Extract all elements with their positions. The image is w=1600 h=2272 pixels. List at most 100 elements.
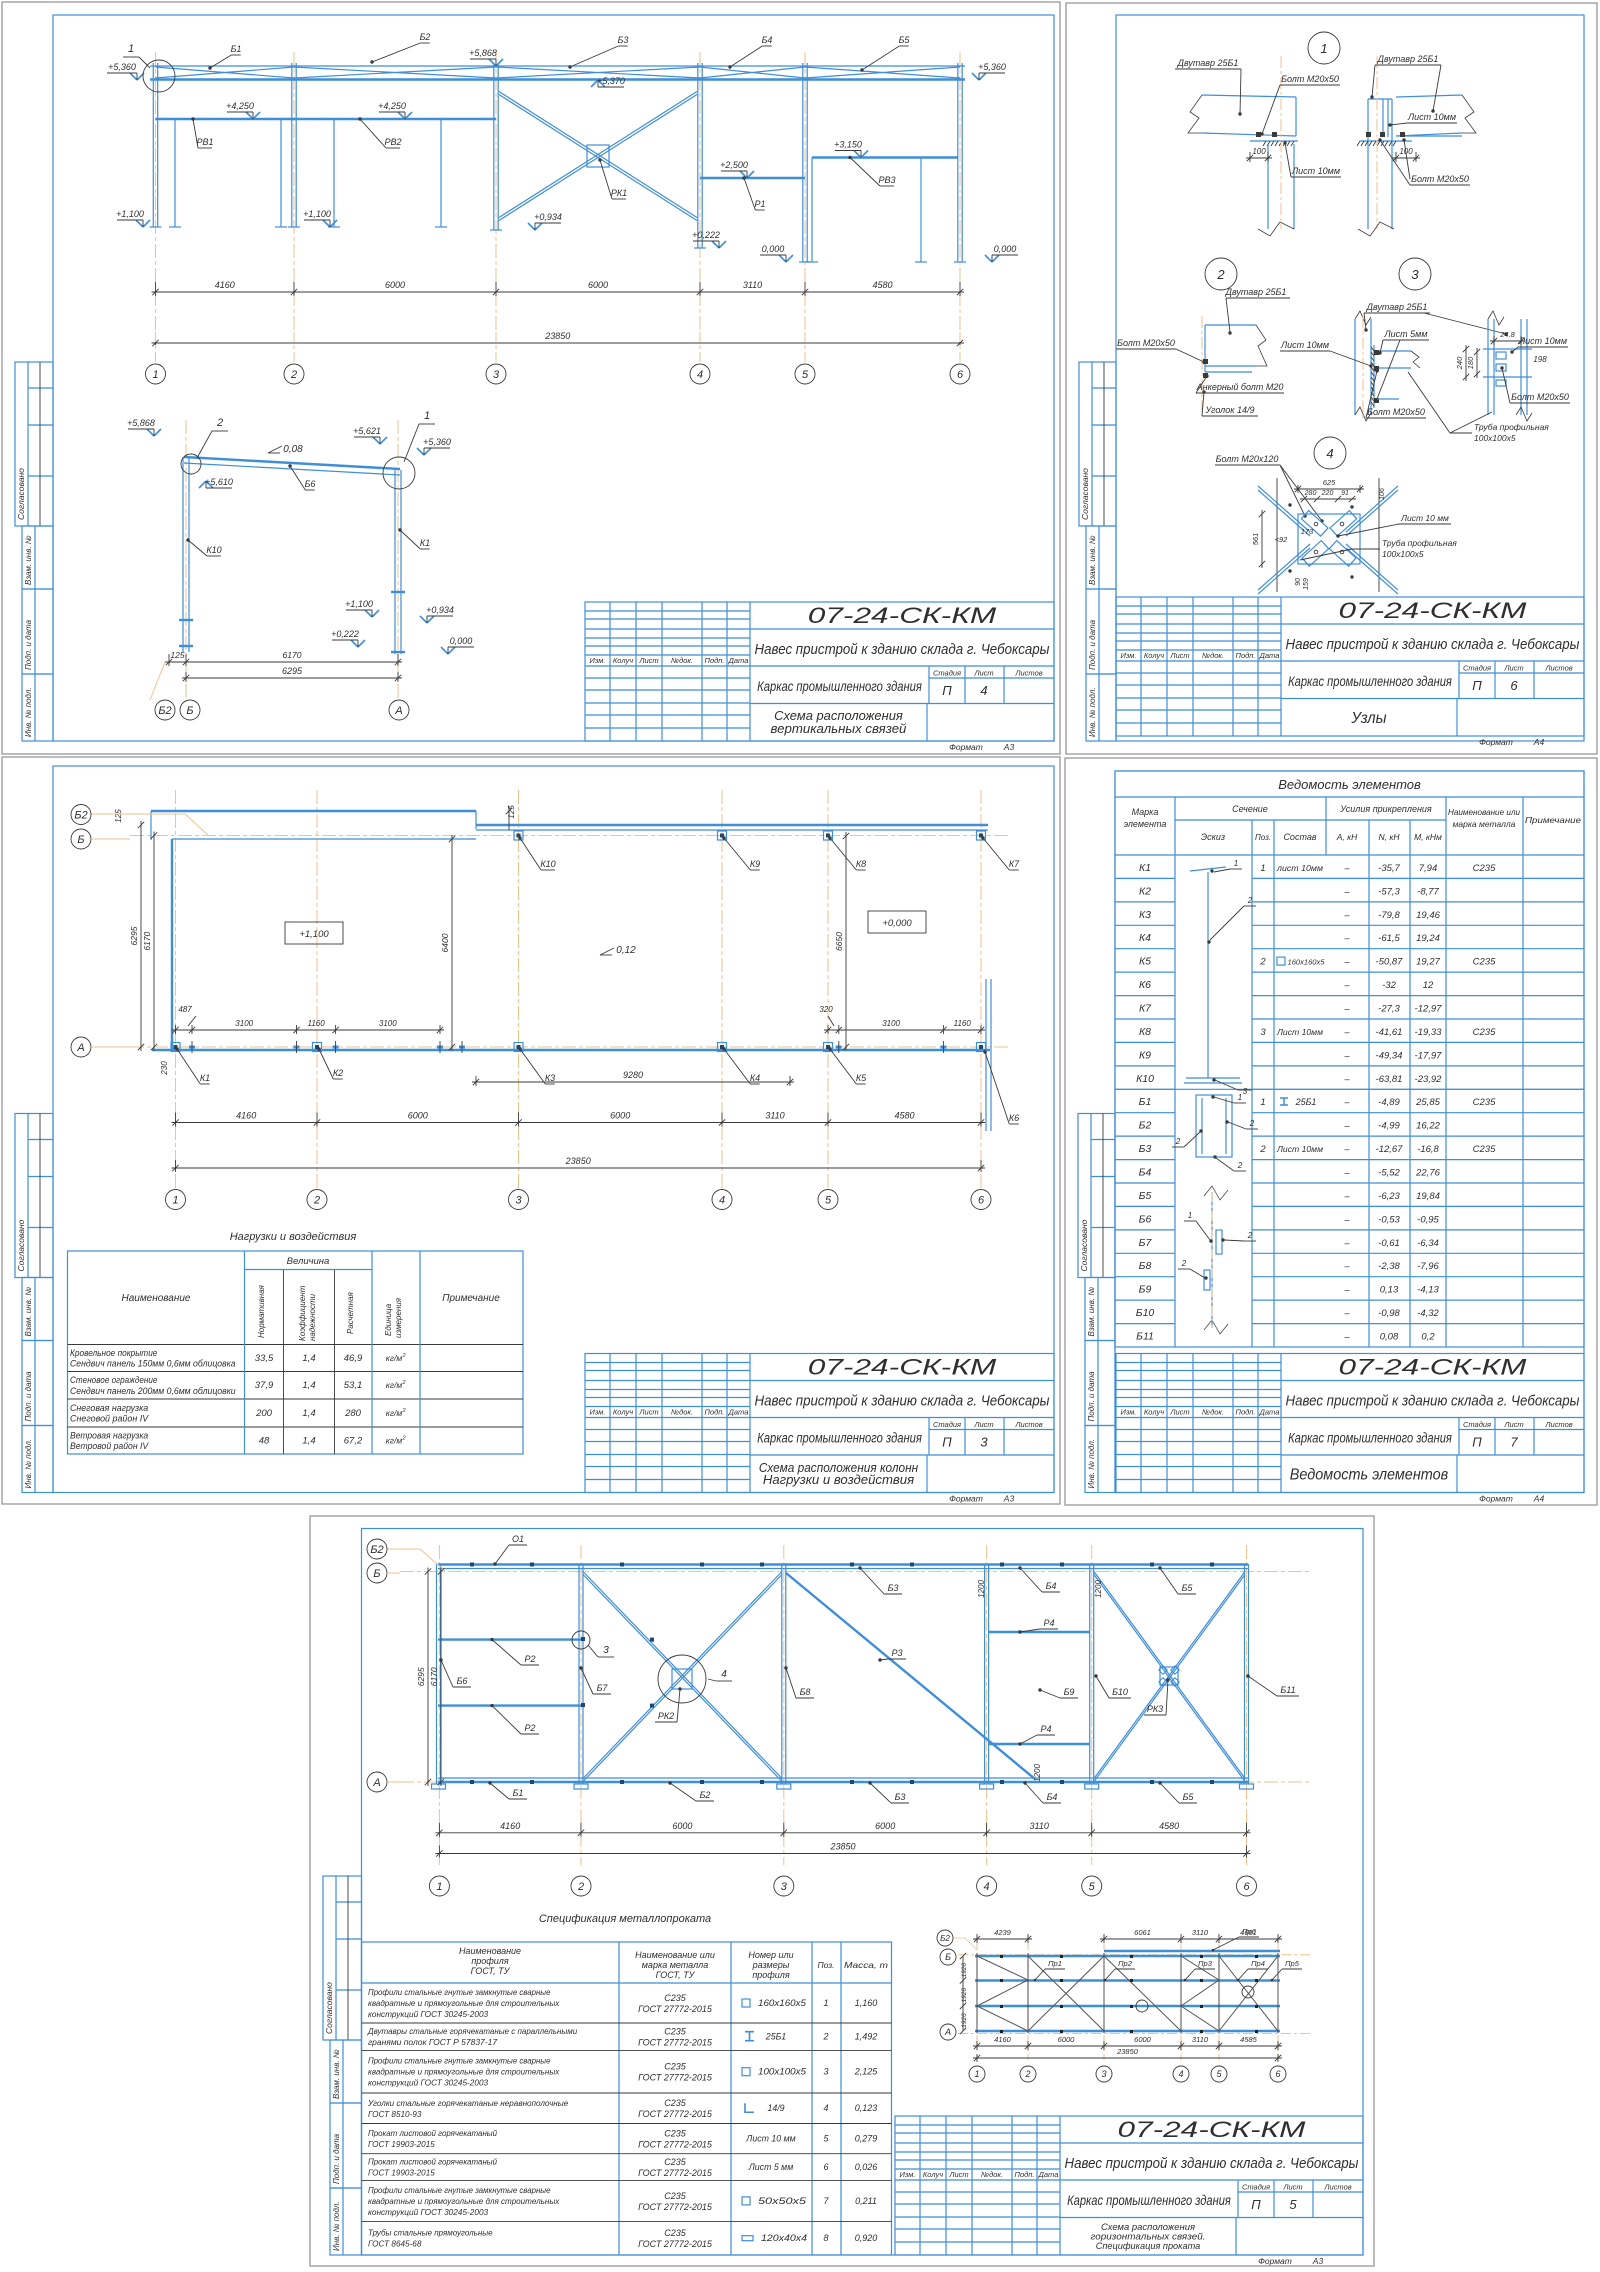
- svg-text:07-24-СК-КМ: 07-24-СК-КМ: [1118, 2117, 1307, 2142]
- svg-text:Нагрузки и воздействия: Нагрузки и воздействия: [763, 1473, 915, 1487]
- svg-text:+0,934: +0,934: [426, 605, 454, 615]
- svg-text:4580: 4580: [1159, 1821, 1179, 1831]
- svg-text:Подп.: Подп.: [705, 656, 725, 665]
- svg-text:Уголок 14/9: Уголок 14/9: [1204, 405, 1254, 415]
- svg-text:230: 230: [160, 1061, 169, 1076]
- svg-text:7: 7: [1510, 1435, 1518, 1450]
- svg-text:-5,52: -5,52: [1378, 1168, 1400, 1179]
- svg-text:6: 6: [1243, 1881, 1250, 1893]
- svg-text:6: 6: [1275, 2069, 1280, 2079]
- svg-text:160х160х5: 160х160х5: [1288, 958, 1326, 967]
- svg-text:2: 2: [401, 1436, 405, 1442]
- svg-text:К6: К6: [1009, 1113, 1019, 1123]
- svg-text:К8: К8: [1139, 1026, 1151, 1038]
- svg-text:9280: 9280: [623, 1070, 643, 1080]
- svg-text:РВ1: РВ1: [196, 137, 213, 147]
- svg-text:С235: С235: [664, 2098, 687, 2108]
- svg-text:Двутавры стальные горячекатаны: Двутавры стальные горячекатаные с паралл…: [367, 2026, 577, 2036]
- svg-text:6295: 6295: [282, 666, 303, 676]
- svg-text:К10: К10: [1136, 1073, 1154, 1085]
- svg-text:2: 2: [1216, 267, 1225, 282]
- svg-text:конструкций ГОСТ 30245-2003: конструкций ГОСТ 30245-2003: [368, 2009, 488, 2019]
- svg-text:ГОСТ, ТУ: ГОСТ, ТУ: [656, 1970, 696, 1980]
- svg-text:46,9: 46,9: [344, 1353, 363, 1364]
- svg-text:Подп. и дата: Подп. и дата: [1088, 619, 1097, 670]
- svg-text:0,000: 0,000: [994, 244, 1017, 254]
- svg-text:2: 2: [1259, 1144, 1266, 1155]
- svg-text:Наименование: Наименование: [459, 1946, 521, 1956]
- svg-text:Б2: Б2: [158, 705, 171, 717]
- svg-text:12: 12: [1423, 980, 1434, 991]
- svg-text:Б11: Б11: [1280, 1685, 1295, 1695]
- svg-text:+1,100: +1,100: [303, 209, 331, 219]
- svg-text:160х160х5: 160х160х5: [758, 1998, 806, 2008]
- svg-text:А: А: [76, 1042, 84, 1054]
- svg-text:А4: А4: [1533, 737, 1545, 747]
- svg-text:3: 3: [781, 1881, 788, 1893]
- svg-text:К3: К3: [1139, 909, 1151, 921]
- svg-text:7,94: 7,94: [1419, 863, 1438, 874]
- svg-text:А: А: [372, 1777, 380, 1789]
- svg-text:3: 3: [603, 1645, 609, 1656]
- svg-text:Ветровая нагрузка: Ветровая нагрузка: [70, 1431, 148, 1441]
- svg-text:+3,150: +3,150: [834, 140, 862, 150]
- svg-text:3100: 3100: [379, 1019, 397, 1028]
- svg-text:-57,3: -57,3: [1378, 886, 1400, 897]
- svg-text:100х100х5: 100х100х5: [758, 2067, 806, 2077]
- svg-text:33,5: 33,5: [255, 1353, 274, 1364]
- svg-text:198: 198: [1533, 355, 1547, 364]
- svg-text:280: 280: [344, 1408, 362, 1419]
- svg-text:16,22: 16,22: [1416, 1121, 1440, 1132]
- svg-text:+1,100: +1,100: [116, 209, 144, 219]
- svg-text:0,2: 0,2: [1421, 1332, 1435, 1343]
- svg-text:1: 1: [1238, 1093, 1242, 1102]
- svg-text:+5,610: +5,610: [205, 477, 233, 487]
- svg-text:–: –: [1343, 863, 1350, 873]
- svg-text:Лист 10мм: Лист 10мм: [1407, 112, 1456, 122]
- svg-text:ГОСТ, ТУ: ГОСТ, ТУ: [471, 1966, 511, 1976]
- svg-text:П: П: [942, 1435, 952, 1450]
- svg-text:173: 173: [1301, 527, 1314, 536]
- svg-text:125: 125: [114, 809, 123, 823]
- svg-text:5: 5: [1089, 1881, 1096, 1893]
- svg-text:–: –: [1343, 1121, 1350, 1131]
- svg-text:измерения: измерения: [394, 1297, 403, 1338]
- svg-text:1,4: 1,4: [302, 1436, 315, 1447]
- svg-text:91: 91: [1341, 490, 1349, 497]
- svg-text:2: 2: [401, 1380, 405, 1386]
- svg-text:марка металла: марка металла: [1453, 819, 1516, 829]
- svg-text:Формат: Формат: [1479, 737, 1513, 747]
- svg-text:Лист: Лист: [973, 669, 993, 678]
- svg-text:вертикальных связей: вертикальных связей: [771, 721, 907, 736]
- svg-text:Болт М20х50: Болт М20х50: [1367, 407, 1425, 417]
- svg-text:Лист 10мм: Лист 10мм: [1291, 166, 1340, 176]
- svg-text:-7,96: -7,96: [1417, 1261, 1439, 1272]
- svg-text:–: –: [1343, 1168, 1350, 1178]
- svg-text:С235: С235: [664, 2157, 687, 2167]
- svg-text:6000: 6000: [588, 280, 608, 290]
- svg-text:Лист 10мм: Лист 10мм: [1276, 1145, 1323, 1154]
- svg-text:220: 220: [1321, 490, 1334, 497]
- svg-text:квадратные и прямоугольные для: квадратные и прямоугольные для строитель…: [368, 2067, 560, 2077]
- svg-text:Навес пристрой к зданию склада: Навес пристрой к зданию склада г. Чебокс…: [1286, 636, 1580, 653]
- svg-text:Лист: Лист: [1169, 1408, 1189, 1417]
- svg-text:Взам. инв. №: Взам. инв. №: [24, 1287, 33, 1337]
- svg-text:1: 1: [152, 369, 158, 381]
- svg-text:А: А: [944, 2027, 951, 2037]
- svg-text:Дата: Дата: [1259, 1408, 1280, 1417]
- svg-text:+0,000: +0,000: [882, 918, 912, 929]
- svg-text:конструкций ГОСТ 30245-2003: конструкций ГОСТ 30245-2003: [368, 2078, 488, 2088]
- svg-text:19,27: 19,27: [1416, 957, 1440, 968]
- svg-text:П: П: [942, 683, 952, 698]
- svg-text:ГОСТ 19903-2015: ГОСТ 19903-2015: [368, 2139, 435, 2149]
- svg-text:-27,3: -27,3: [1378, 1004, 1400, 1015]
- svg-text:Лист: Лист: [638, 1408, 658, 1417]
- svg-text:240: 240: [1455, 356, 1464, 370]
- svg-text:Инв. № подл.: Инв. № подл.: [24, 687, 33, 737]
- svg-text:Двутавр 25Б1: Двутавр 25Б1: [1377, 54, 1439, 64]
- svg-text:Стадия: Стадия: [1463, 664, 1491, 673]
- svg-text:22,76: 22,76: [1415, 1168, 1440, 1179]
- svg-text:Навес пристрой к зданию склада: Навес пристрой к зданию склада г. Чебокс…: [1065, 2155, 1359, 2172]
- svg-text:1200: 1200: [1094, 1580, 1103, 1598]
- svg-text:6170: 6170: [429, 1667, 439, 1686]
